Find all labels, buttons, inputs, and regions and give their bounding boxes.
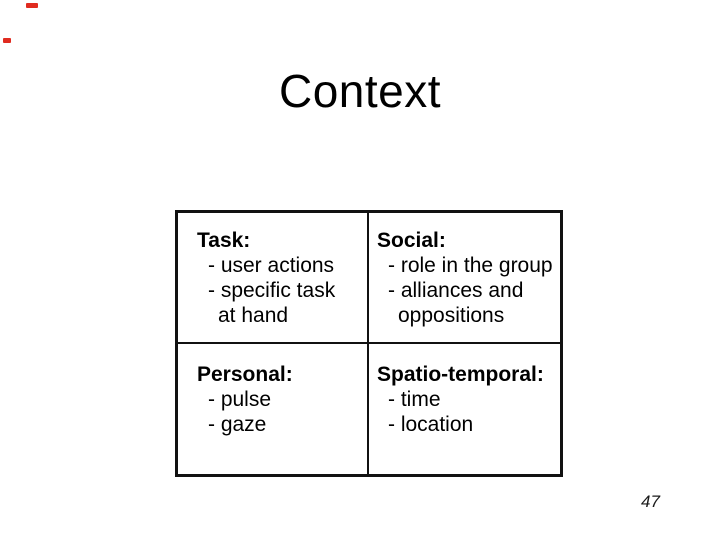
bullet-line: - user actions: [208, 254, 335, 277]
page-number: 47: [641, 492, 660, 511]
table-cell-social: Social: - role in the group - alliances …: [369, 213, 560, 344]
table-cell-spatio-temporal: Spatio-temporal: - time - location: [369, 344, 560, 475]
bullet-line-continuation: oppositions: [398, 304, 505, 327]
bullet-line: - alliances and: [388, 279, 524, 302]
slide-title: Context: [278, 65, 442, 117]
cell-header-spatio-temporal: Spatio-temporal:: [377, 362, 544, 386]
cell-header-task: Task:: [197, 229, 251, 252]
red-corner-mark-left: [3, 38, 11, 43]
bullet-line: - gaze: [208, 412, 267, 436]
bullet-line: - location: [388, 412, 474, 436]
cell-header-social: Social:: [377, 229, 446, 252]
cell-header-personal: Personal:: [197, 362, 293, 386]
bullet-line: - specific task: [208, 279, 336, 302]
context-quadrant-table: Task: - user actions - specific task at …: [175, 210, 563, 477]
bullet-line: - pulse: [208, 387, 272, 411]
bullet-line-continuation: at hand: [218, 304, 289, 327]
bullet-line: - role in the group: [388, 254, 553, 277]
table-cell-personal: Personal: - pulse - gaze: [178, 343, 369, 474]
table-cell-task: Task: - user actions - specific task at …: [178, 213, 369, 344]
red-corner-mark-top: [26, 3, 38, 8]
bullet-line: - time: [388, 387, 441, 411]
